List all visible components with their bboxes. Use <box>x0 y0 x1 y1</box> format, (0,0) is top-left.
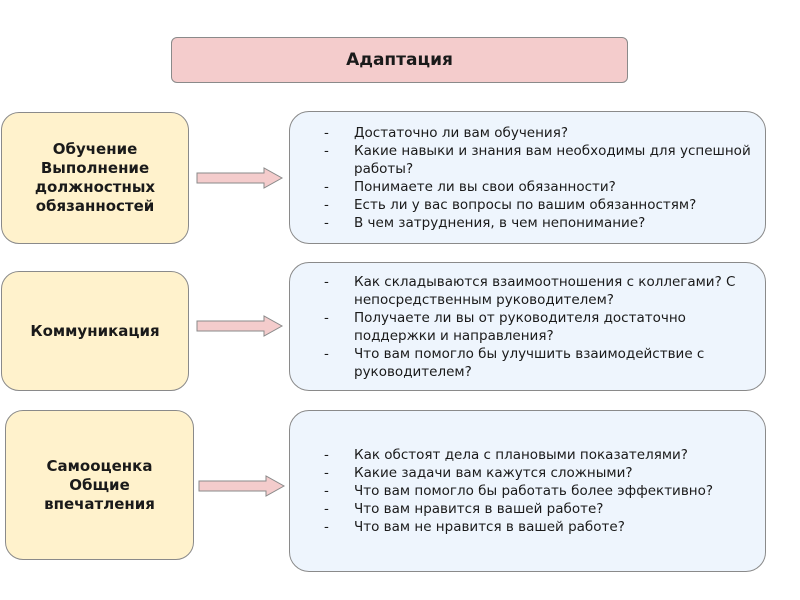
question-text: Что вам помогло бы работать более эффект… <box>354 483 714 499</box>
questions-box-communication: - Как складываются взаимоотношения с колл… <box>289 262 766 391</box>
question-item: - Получаете ли вы от руководителя достато… <box>290 309 765 345</box>
bullet-dash: - <box>324 124 329 141</box>
category-line: Коммуникация <box>30 321 160 340</box>
question-item: - Что вам нравится в вашей работе? <box>290 500 765 518</box>
category-line: Обучение <box>52 140 138 158</box>
question-item: - Что вам помогло бы работать более эффе… <box>290 482 765 500</box>
question-text: Какие навыки и знания вам необходимы для… <box>354 142 751 177</box>
question-text: Есть ли у вас вопросы по вашим обязаннос… <box>354 196 697 213</box>
question-item: - Есть ли у вас вопросы по вашим обязанно… <box>290 196 765 214</box>
bullet-dash: - <box>324 178 329 195</box>
bullet-dash: - <box>324 345 329 362</box>
bullet-dash: - <box>324 142 329 159</box>
question-text: Что вам не нравится в вашей работе? <box>354 519 625 535</box>
question-text: Как обстоят дела с плановыми показателям… <box>354 447 688 463</box>
question-item: - Что вам не нравится в вашей работе? <box>290 518 765 536</box>
question-item: - Какие навыки и знания вам необходимы дл… <box>290 142 765 178</box>
bullet-dash: - <box>324 273 329 290</box>
question-list: - Как складываются взаимоотношения с колл… <box>290 273 765 381</box>
category-box-self-assessment: Самооценка Общие впечатления <box>5 410 194 560</box>
bullet-dash: - <box>324 196 329 213</box>
question-text: Что вам нравится в вашей работе? <box>354 501 604 517</box>
bullet-dash: - <box>324 214 329 231</box>
category-box-training: Обучение Выполнение должностных обязанно… <box>1 112 189 244</box>
bullet-dash: - <box>324 501 329 517</box>
category-line: Общие <box>69 475 130 494</box>
question-item: - Достаточно ли вам обучения? <box>290 124 765 142</box>
question-text: Какие задачи вам кажутся сложными? <box>354 465 633 481</box>
arrow-right-icon <box>196 167 284 189</box>
category-line: Самооценка <box>46 456 153 475</box>
question-text: В чем затруднения, в чем непонимание? <box>354 214 646 231</box>
question-text: Понимаете ли вы свои обязанности? <box>354 178 616 195</box>
category-box-communication: Коммуникация <box>1 271 189 391</box>
question-item: - Какие задачи вам кажутся сложными? <box>290 464 765 482</box>
bullet-dash: - <box>324 465 329 481</box>
arrow-right-icon <box>196 315 284 337</box>
bullet-dash: - <box>324 447 329 463</box>
category-line: должностных <box>34 178 156 196</box>
question-item: - В чем затруднения, в чем непонимание? <box>290 214 765 232</box>
question-text: Что вам помогло бы улучшить взаимодейств… <box>354 345 705 380</box>
arrow-right-icon <box>198 475 286 497</box>
question-text: Как складываются взаимоотношения с колле… <box>354 273 736 308</box>
question-item: - Понимаете ли вы свои обязанности? <box>290 178 765 196</box>
bullet-dash: - <box>324 309 329 326</box>
category-line: впечатления <box>44 494 155 513</box>
diagram-title: Адаптация <box>171 37 628 83</box>
questions-box-training: - Достаточно ли вам обучения? - Какие навы… <box>289 111 766 244</box>
question-list: - Как обстоят дела с плановыми показателя… <box>290 446 765 536</box>
bullet-dash: - <box>324 483 329 499</box>
category-line: Выполнение <box>40 159 150 177</box>
question-item: - Как обстоят дела с плановыми показателя… <box>290 446 765 464</box>
question-item: - Что вам помогло бы улучшить взаимодейс… <box>290 345 765 381</box>
question-text: Достаточно ли вам обучения? <box>354 124 568 141</box>
question-list: - Достаточно ли вам обучения? - Какие навы… <box>290 124 765 232</box>
question-text: Получаете ли вы от руководителя достаточ… <box>354 309 686 344</box>
category-line: обязанностей <box>35 197 155 215</box>
question-item: - Как складываются взаимоотношения с колл… <box>290 273 765 309</box>
questions-box-self-assessment: - Как обстоят дела с плановыми показателя… <box>289 410 766 572</box>
bullet-dash: - <box>324 519 329 535</box>
